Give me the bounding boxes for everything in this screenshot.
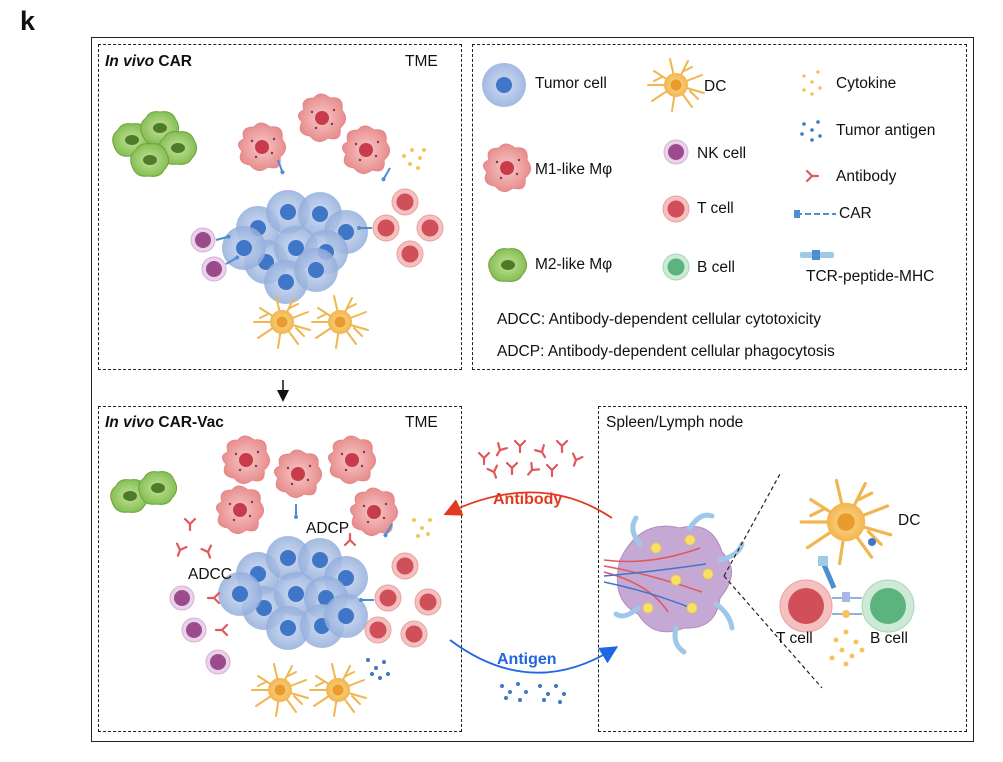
antibody-cloud (477, 439, 584, 481)
legend-car: CAR (839, 205, 872, 222)
box-legend (472, 44, 967, 370)
legend-cytokine: Cytokine (836, 75, 897, 92)
box-spleen-lymph-node (598, 406, 967, 732)
legend-antibody: Antibody (836, 168, 897, 185)
m2-cluster-bottom (110, 471, 178, 513)
tme-label-top: TME (405, 53, 438, 70)
legend-tumor-antigen: Tumor antigen (836, 122, 936, 139)
legend-t-cell: T cell (697, 200, 734, 217)
car-icon (794, 210, 836, 218)
antibody-arrow-label: Antibody (493, 491, 563, 508)
legend-icons (482, 58, 836, 282)
zoom-cytokines (829, 629, 865, 667)
box-in-vivo-car-vac (98, 406, 462, 732)
nk-cells-top (190, 227, 227, 282)
m1-cells-top (237, 93, 391, 175)
outer-frame (91, 37, 974, 742)
legend-dc: DC (704, 78, 727, 95)
zoom-line-top (723, 473, 781, 577)
tme-label-bottom: TME (405, 414, 438, 431)
legend-tumor-cell: Tumor cell (535, 75, 607, 92)
antigen-dots-bottom (366, 658, 390, 680)
antibody-arrow (443, 491, 613, 519)
tumor-mass-bottom (218, 536, 368, 650)
b-cell-icon (662, 253, 690, 281)
legend-adcp: ADCP: Antibody-dependent cellular phagoc… (497, 343, 835, 360)
legend-m1: M1-like Mφ (535, 161, 613, 178)
antigen-cloud (500, 682, 566, 704)
tcr-icon (800, 250, 834, 260)
legend-nk: NK cell (697, 145, 747, 162)
zoom-b-cell (861, 579, 915, 633)
panel-letter: k (20, 6, 36, 36)
antigen-arrow (449, 639, 619, 674)
cytokines-bottom (412, 518, 432, 538)
dcs-bottom (251, 663, 367, 717)
zoom-t-cell-label: T cell (776, 630, 813, 647)
t-cells-bottom (364, 552, 442, 648)
zoom-b-cell-label: B cell (870, 630, 908, 647)
antigen-arrow-label: Antigen (497, 651, 557, 668)
title-in-vivo-car: In vivo CAR (105, 53, 192, 70)
box-in-vivo-car (98, 44, 462, 370)
m2-cluster-top (112, 111, 198, 177)
legend-b-cell: B cell (697, 259, 735, 276)
title-in-vivo-car-vac: In vivo CAR-Vac (105, 414, 224, 431)
zoom-dc-label: DC (898, 512, 921, 529)
zoom-t-cell (779, 579, 833, 633)
legend-m2: M2-like Mφ (535, 256, 613, 273)
adcc-label: ADCC (188, 566, 232, 583)
spleen-title: Spleen/Lymph node (606, 414, 744, 431)
tumor-mass-top (222, 190, 368, 304)
dcs-top (253, 295, 369, 349)
zoom-tcr (818, 556, 837, 589)
cytokines-top (402, 148, 426, 170)
zoom-synapse (832, 592, 862, 618)
adcp-label: ADCP (306, 520, 350, 537)
legend-adcc: ADCC: Antibody-dependent cellular cytoto… (497, 311, 821, 328)
zoom-dc (799, 478, 893, 566)
legend-tcr: TCR-peptide-MHC (806, 268, 935, 285)
t-cells-top (372, 188, 444, 268)
zoom-line-bottom (723, 575, 823, 689)
zoom-dc-antigen (868, 538, 876, 546)
lymph-node-illustration (603, 512, 745, 655)
